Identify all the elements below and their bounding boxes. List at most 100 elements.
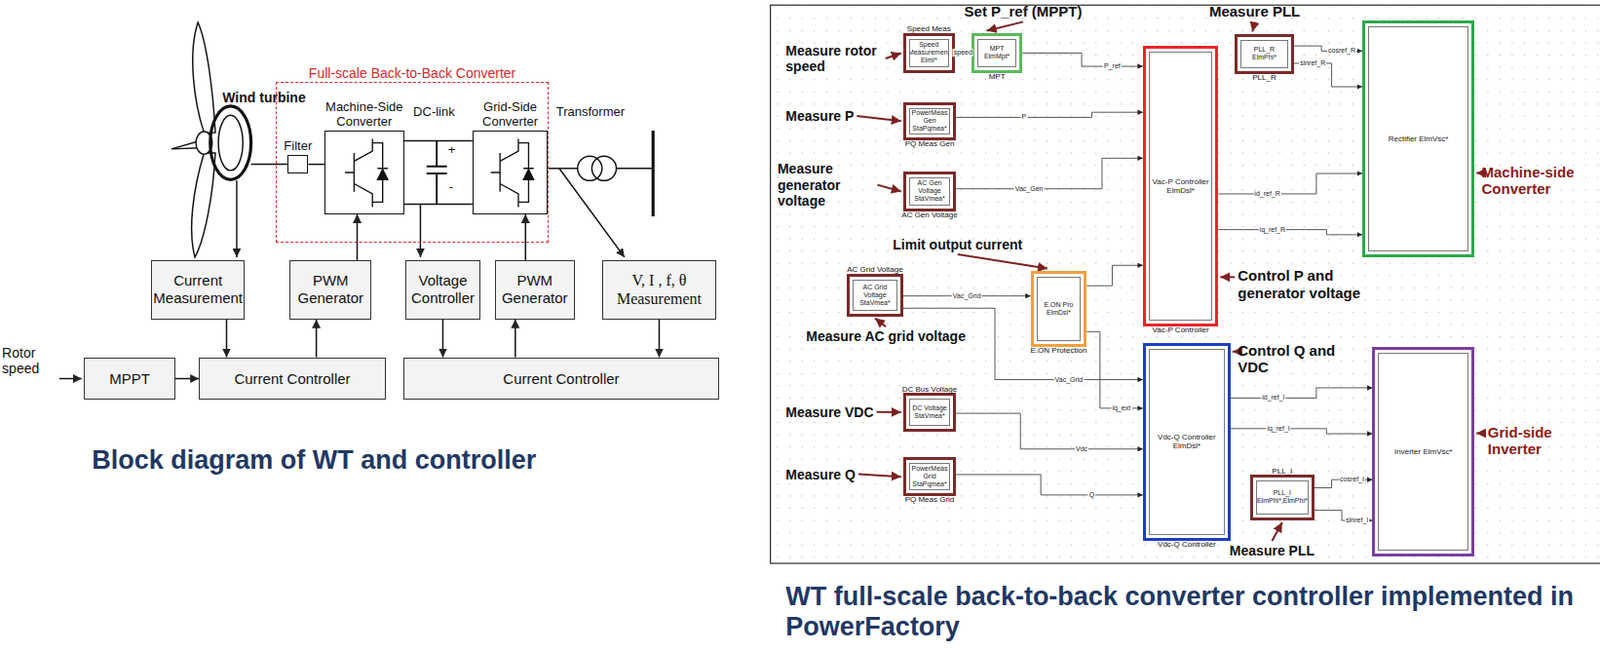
box-text: Voltage Controller xyxy=(409,271,477,307)
leader-arrow xyxy=(1219,275,1235,278)
block-name: Vdc-Q Controller xyxy=(1157,539,1217,549)
annotation: Measure AC grid voltage xyxy=(805,328,966,344)
switch xyxy=(491,138,534,207)
leader-arrow xyxy=(858,474,902,478)
signal-wire xyxy=(1230,387,1373,398)
signal-wire xyxy=(1218,173,1363,194)
box-text: PWM Generator xyxy=(293,271,368,307)
wire xyxy=(616,167,654,169)
signal-arrow xyxy=(559,168,625,258)
box-body: E.ON Pro ElmDsl* xyxy=(1033,273,1085,345)
box-text: PowerMeas Grid StaPqmea* xyxy=(911,464,949,489)
signal-name: speed xyxy=(952,49,974,58)
signal-name: iq_ref_I xyxy=(1265,424,1291,433)
part-label: Wind turbine xyxy=(222,89,305,106)
measurement-block: AC Grid VoltageAC Grid Voltage StaVmea* xyxy=(846,273,904,317)
block-inner: E.ON Pro ElmDsl* xyxy=(1036,276,1082,343)
pll-block: PLL_IPLL_I ElmPhi*,ElmPhi* xyxy=(1250,474,1315,521)
annotation: Control P and generator voltage xyxy=(1237,266,1371,302)
power-wiring xyxy=(59,130,653,379)
measurement-block: DC Bus VoltageDC Voltage StaVmea* xyxy=(903,392,956,432)
generator-rotor xyxy=(218,114,243,171)
signal-name: id_ref_R xyxy=(1253,190,1281,198)
pll-block: PLL_RPLL_R ElmPhi* xyxy=(1234,34,1295,76)
box-body: MPPT xyxy=(84,358,175,400)
protection-block: E.ON ProtectionE.ON Pro ElmDsl* xyxy=(1030,270,1088,348)
figure-caption: WT full-scale back-to-back converter con… xyxy=(785,581,1592,643)
box-text: Current Controller xyxy=(502,370,619,388)
part-label: Rotor speed xyxy=(1,344,59,377)
block-name: DC Bus Voltage xyxy=(902,384,957,394)
box-text: Vdc-Q Controller ElmDsl* xyxy=(1150,432,1223,451)
part-label: - xyxy=(449,180,454,195)
signal-name: sinref_I xyxy=(1344,516,1370,525)
box-body: Inverter ElmVsc* xyxy=(1374,349,1472,554)
screenshot-frame xyxy=(770,4,1600,564)
block-inner: PLL_I ElmPhi*,ElmPhi* xyxy=(1256,480,1309,515)
box-body: AC Grid Voltage StaVmea* xyxy=(849,276,901,314)
signal-arrow xyxy=(525,214,528,261)
wire xyxy=(307,163,325,165)
switch xyxy=(344,138,388,207)
signal-arrow xyxy=(356,214,359,261)
signal-name: sinref_R xyxy=(1298,59,1327,68)
box-body: Speed Measurement ElmI* xyxy=(906,36,953,72)
block-inner: Rectifier ElmVsc* xyxy=(1368,26,1469,252)
box-heading: Machine-Side Converter xyxy=(317,100,412,130)
signal-name: cosref_R xyxy=(1327,47,1357,56)
box-body: PWM Generator xyxy=(495,261,574,319)
block-name: E.ON Protection xyxy=(1030,345,1088,355)
converter-block: Inverter ElmVsc* xyxy=(1371,346,1475,557)
process-box: PWM Generator xyxy=(495,260,575,320)
signal-wire xyxy=(1086,331,1143,409)
signal-name: P xyxy=(1021,114,1029,122)
leader-arrow xyxy=(957,254,1048,268)
box-body xyxy=(473,131,547,214)
signal-wire xyxy=(1022,52,1143,67)
block-inner: PowerMeas Grid StaPqmea* xyxy=(909,462,951,491)
block-name: PQ Meas Grid xyxy=(905,495,955,504)
transformer-symbol xyxy=(577,155,603,181)
signal-wire xyxy=(955,112,1143,117)
process-box: V, I , f, θ Measurement xyxy=(602,260,717,320)
box-text: DC Voltage StaVmea* xyxy=(911,404,949,420)
signal-name: P_ref xyxy=(1103,62,1122,71)
block-name: PLL_I xyxy=(1271,466,1293,476)
wire xyxy=(251,163,289,165)
box-text: AC Grid Voltage StaVmea* xyxy=(854,283,896,307)
box-text: MPT ElmMpt* xyxy=(979,44,1015,61)
leader-arrow xyxy=(987,21,1024,31)
leader-arrow xyxy=(1252,21,1255,32)
box-body xyxy=(288,155,307,173)
block-inner: AC Grid Voltage StaVmea* xyxy=(852,279,898,311)
box-body: Current Controller xyxy=(199,358,385,400)
box-body: Voltage Controller xyxy=(406,261,480,319)
signal-name: iq_ref_R xyxy=(1258,226,1287,234)
measurement-block: Speed MeasSpeed Measurement ElmI* xyxy=(903,33,955,75)
converter-block: Rectifier ElmVsc* xyxy=(1362,20,1475,258)
box-body: PLL_I ElmPhi*,ElmPhi* xyxy=(1253,477,1312,518)
box-body: V, I , f, θ Measurement xyxy=(603,261,716,319)
signal-name: id_ref_I xyxy=(1260,394,1286,403)
box-body: Rectifier ElmVsc* xyxy=(1365,23,1472,255)
dc-rail xyxy=(404,140,473,142)
leader-arrow xyxy=(1232,350,1235,353)
box-text: V, I , f, θ Measurement xyxy=(606,270,713,308)
block-inner: AC Gen Voltage StaVmea* xyxy=(909,177,951,206)
box-heading: Full-scale Back-to-Back Converter xyxy=(308,65,516,81)
signal-wire xyxy=(955,157,1143,189)
signal-arrow xyxy=(315,319,318,358)
wind-turbine xyxy=(171,22,252,258)
signal-arrow xyxy=(226,319,229,358)
figure-caption: Block diagram of WT and controller xyxy=(91,445,536,476)
box-body xyxy=(325,131,404,214)
measurement-block: PQ Meas GenPowerMeas Gen StaPqmea* xyxy=(903,102,956,141)
box-text: PLL_I ElmPhi*,ElmPhi* xyxy=(1257,489,1308,505)
box-text: Inverter ElmVsc* xyxy=(1394,447,1453,457)
leader-arrow xyxy=(1476,172,1479,175)
box-heading: Grid-Side Converter xyxy=(466,100,555,130)
signal-wire xyxy=(1218,229,1363,235)
box-text: Current Measurement xyxy=(152,271,243,307)
annotation: Set P_ref (MPPT) xyxy=(964,2,1083,20)
signal-name: Q xyxy=(1088,491,1096,499)
